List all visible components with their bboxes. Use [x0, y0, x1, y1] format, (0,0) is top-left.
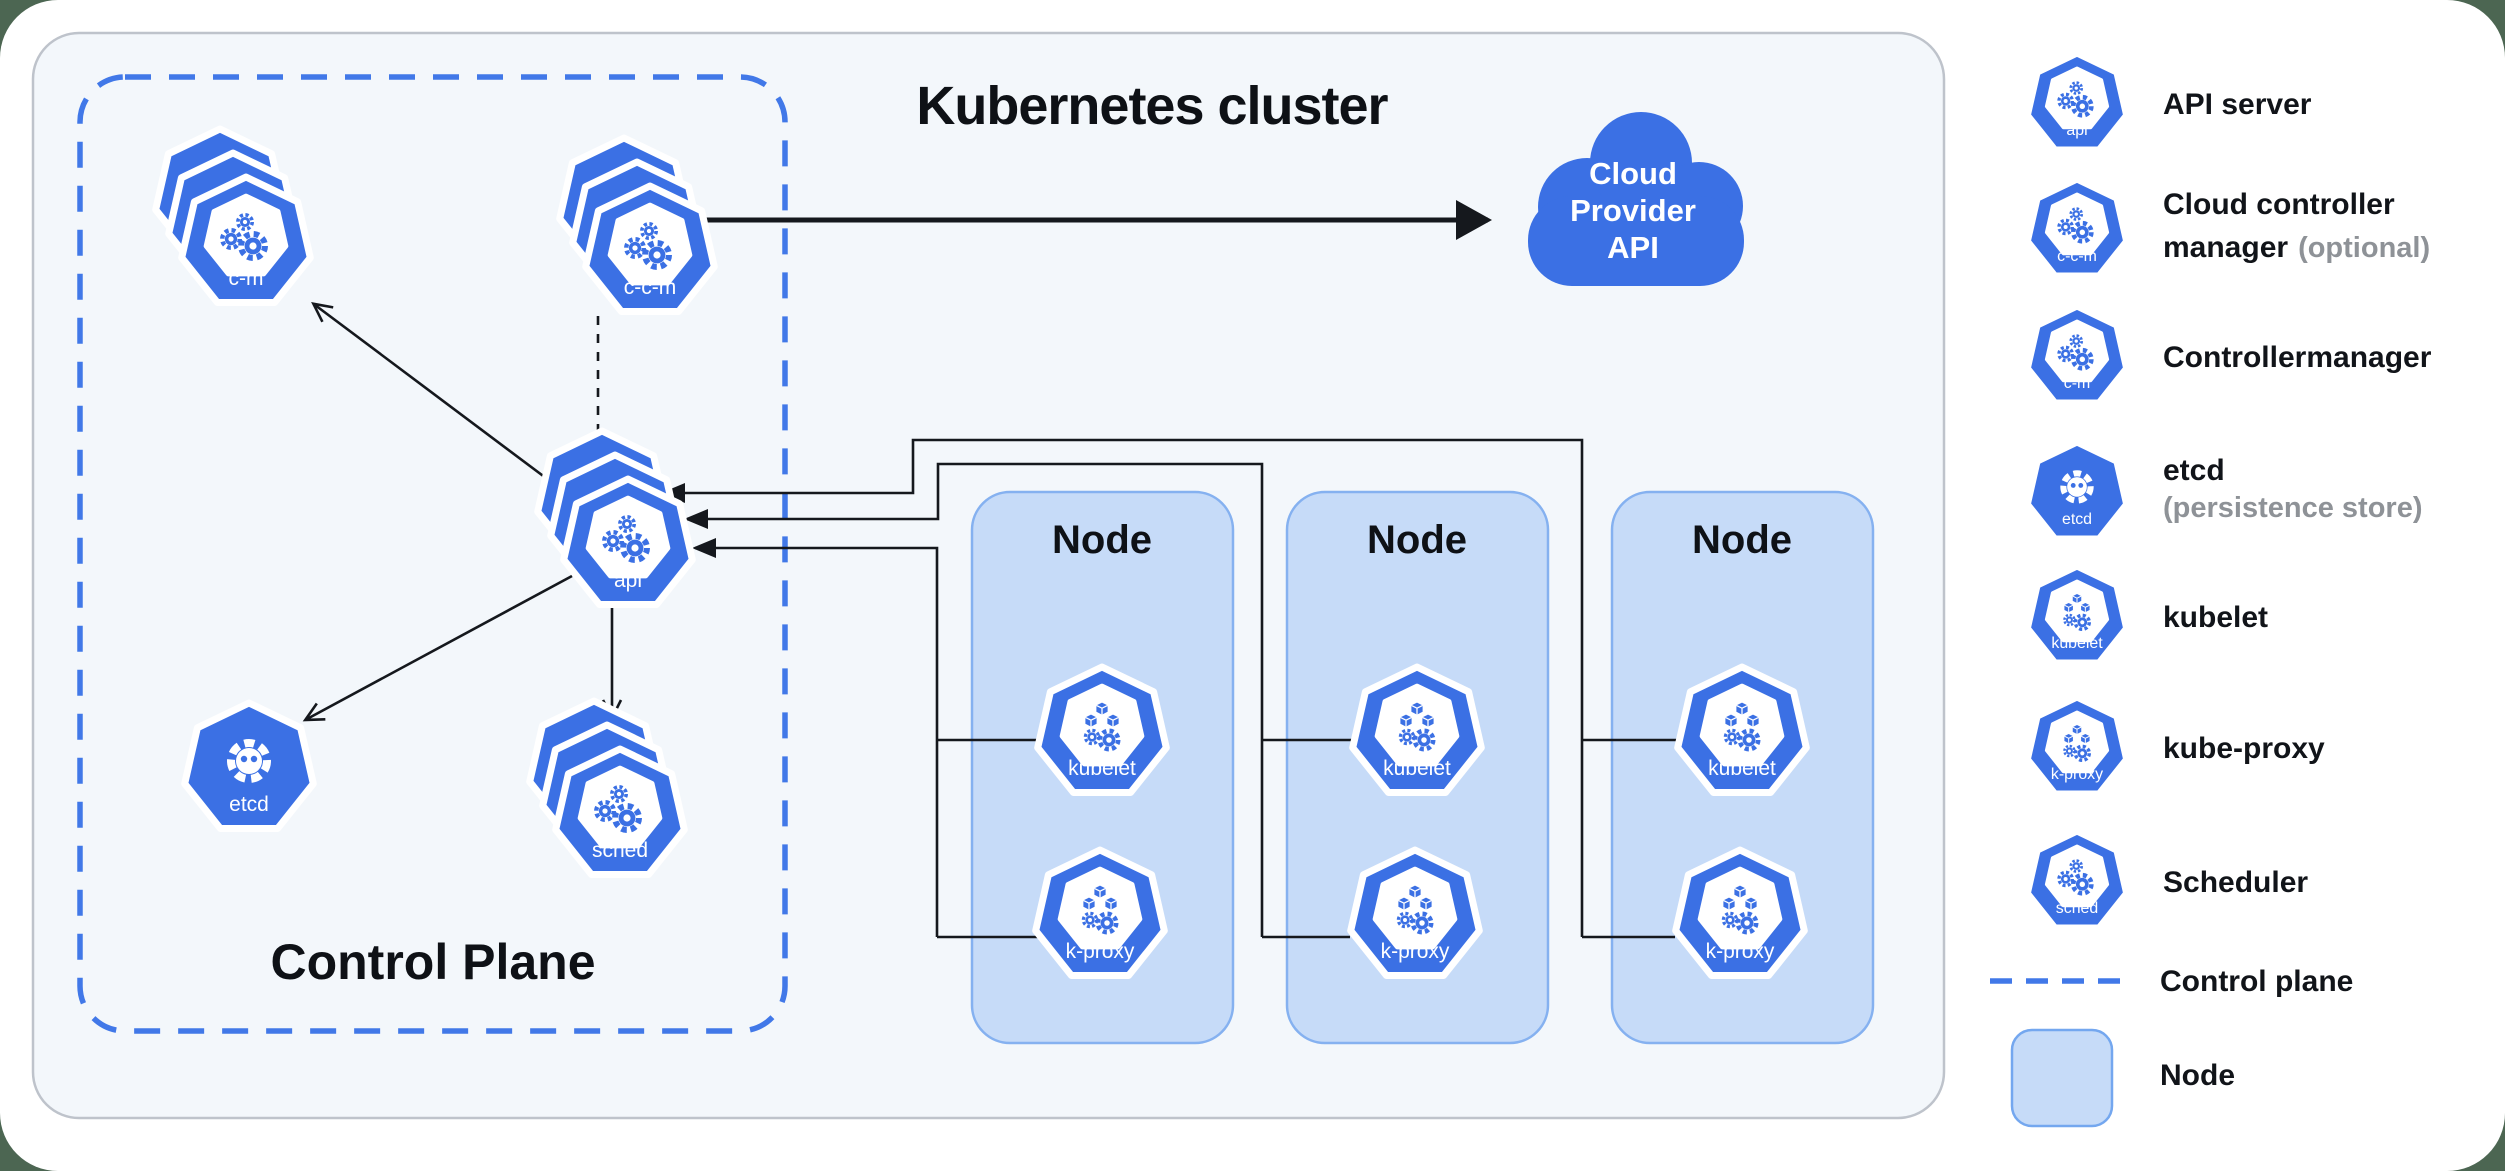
- legend-kproxy-badge: k-proxy: [2051, 766, 2103, 783]
- legend-etcd-badge: etcd: [2062, 511, 2092, 528]
- kube-proxy-badge: k-proxy: [1381, 940, 1450, 963]
- legend-etcd-sublabel: (persistence store): [2163, 492, 2423, 524]
- legend-ccm-badge: c-c-m: [2057, 248, 2097, 265]
- etcd: etcd: [185, 703, 314, 829]
- kubelet-badge: kubelet: [1383, 757, 1451, 780]
- arrow-api-to-cm: [311, 302, 579, 504]
- legend-cm-badge: c-m: [2064, 375, 2091, 392]
- api-server-badge: api: [614, 569, 642, 592]
- legend-ccm-label-line2: manager (optional): [2163, 231, 2430, 264]
- control-plane-label: Control Plane: [270, 934, 595, 990]
- api-server: api: [538, 431, 693, 605]
- legend-kubelet-badge: kubelet: [2051, 635, 2103, 652]
- legend-api-server-icon: api: [2028, 54, 2125, 149]
- legend-cloud-controller-manager-icon: c-c-m: [2028, 180, 2125, 275]
- cloud-text-line3: API: [1607, 230, 1659, 265]
- legend: api API server c-c-m Cloud controller ma…: [1990, 54, 2432, 1128]
- legend-api-label: API server: [2163, 88, 2312, 121]
- scheduler: sched: [530, 701, 685, 875]
- arrow-node3-to-api: [661, 438, 1584, 937]
- etcd-badge: etcd: [229, 793, 269, 816]
- legend-ccm-label2: manager: [2163, 231, 2288, 264]
- node-label: Node: [1052, 518, 1152, 562]
- scheduler-badge: sched: [592, 839, 648, 862]
- node-label: Node: [1367, 518, 1467, 562]
- node3-kubelet: kubelet: [1678, 667, 1807, 793]
- legend-control-plane-label: Control plane: [2160, 965, 2353, 998]
- legend-ccm-sublabel: (optional): [2298, 232, 2430, 264]
- legend-api-badge: api: [2066, 122, 2087, 139]
- kube-proxy-badge: k-proxy: [1706, 940, 1775, 963]
- legend-kproxy-label: kube-proxy: [2163, 732, 2325, 765]
- node3-kube-proxy: k-proxy: [1676, 850, 1805, 976]
- legend-etcd-icon: etcd: [2028, 443, 2125, 538]
- legend-ccm-label-line1: Cloud controller: [2163, 188, 2395, 221]
- arrow-node1-to-api: [692, 538, 939, 937]
- node1-kube-proxy: k-proxy: [1036, 850, 1165, 976]
- legend-node-label: Node: [2160, 1059, 2235, 1092]
- diagram-arrows: [302, 200, 1680, 939]
- node-label: Node: [1692, 518, 1792, 562]
- controller-manager-badge: c-m: [229, 267, 264, 290]
- legend-kubelet-label: kubelet: [2163, 601, 2268, 634]
- kubelet-badge: kubelet: [1068, 757, 1136, 780]
- legend-kubelet-icon: kubelet: [2028, 567, 2125, 662]
- legend-etcd-label: etcd: [2163, 454, 2225, 487]
- cloud-text-line2: Provider: [1570, 193, 1696, 228]
- kube-proxy-badge: k-proxy: [1066, 940, 1135, 963]
- kubelet-badge: kubelet: [1708, 757, 1776, 780]
- diagram-title: Kubernetes cluster: [916, 76, 1388, 136]
- legend-sched-badge: sched: [2056, 900, 2098, 917]
- arrow-api-to-etcd: [302, 574, 573, 722]
- cloud-text-line1: Cloud: [1589, 156, 1677, 191]
- controller-manager: c-m: [156, 129, 311, 303]
- cloud-provider-api: Cloud Provider API: [1528, 112, 1744, 286]
- arrow-node2-to-api: [684, 462, 1264, 937]
- legend-kube-proxy-icon: k-proxy: [2028, 698, 2125, 793]
- node2-kubelet: kubelet: [1353, 667, 1482, 793]
- legend-node-swatch: [2010, 1028, 2114, 1128]
- legend-scheduler-icon: sched: [2028, 832, 2125, 927]
- legend-cm-label: Controllermanager: [2163, 341, 2432, 374]
- legend-controller-manager-icon: c-m: [2028, 307, 2125, 402]
- node1-kubelet: kubelet: [1038, 667, 1167, 793]
- cloud-controller-manager: c-c-m: [560, 138, 715, 312]
- control-plane-boundary: [77, 74, 788, 1034]
- node2-kube-proxy: k-proxy: [1351, 850, 1480, 976]
- cloud-icon: [1528, 112, 1744, 286]
- cloud-controller-manager-badge: c-c-m: [624, 276, 676, 299]
- legend-sched-label: Scheduler: [2163, 866, 2308, 899]
